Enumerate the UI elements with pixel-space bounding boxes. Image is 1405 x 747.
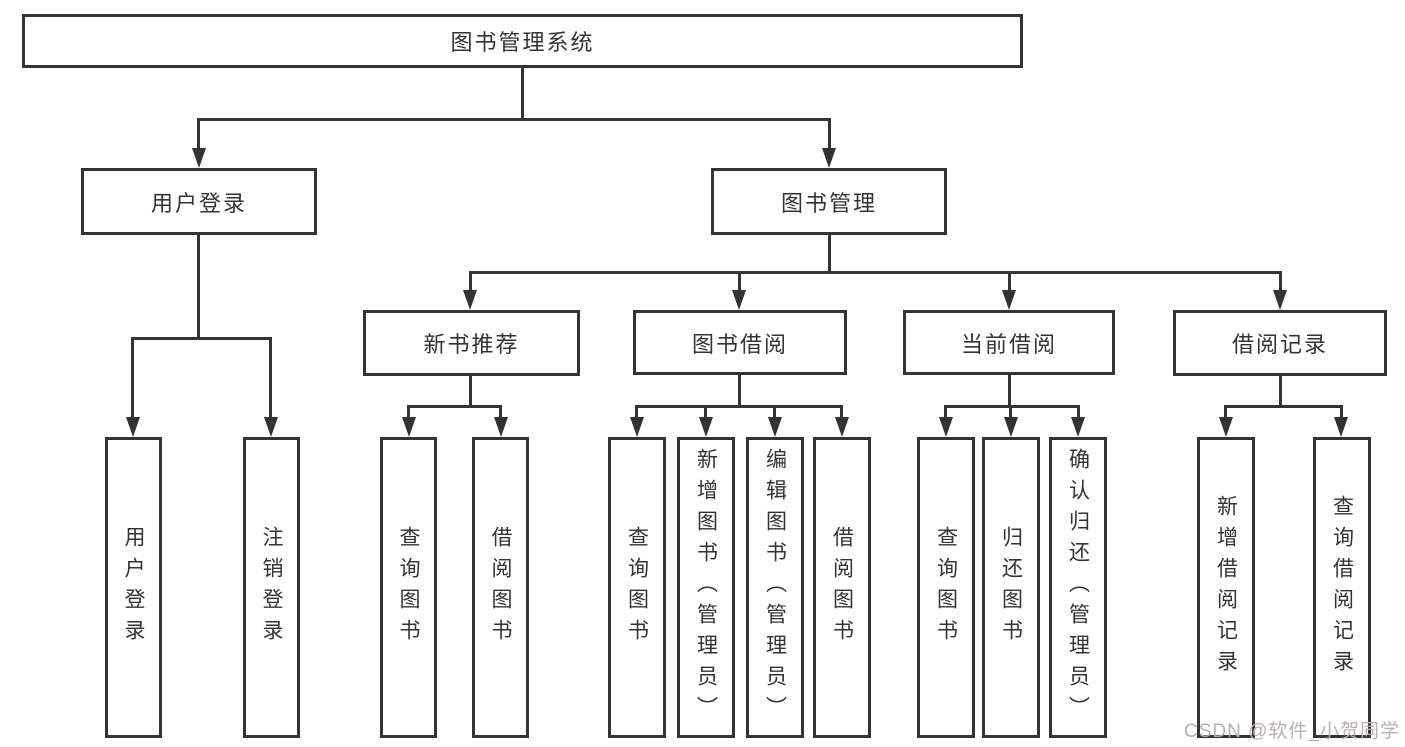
connector-line [1009,405,1012,419]
connector-line [499,405,502,419]
connector-line [197,118,200,152]
node-query-books-borrowing: 查询图书 [608,437,666,738]
node-label: 查询借阅记录 [1330,494,1354,681]
arrow-down-icon [630,417,644,437]
node-label: 新增借阅记录 [1214,494,1238,681]
node-add-borrow-record: 新增借阅记录 [1197,437,1255,738]
arrow-down-icon [822,148,836,168]
node-label: 图书管理 [780,190,877,216]
arrow-down-icon [463,290,477,310]
node-borrowing-records: 借阅记录 [1173,310,1387,376]
node-logout: 注销登录 [243,437,300,738]
connector-line [521,66,524,120]
connector-line [738,375,741,407]
node-label: 用户登录 [150,190,247,216]
connector-line [1279,376,1282,407]
node-label: 当前借阅 [960,331,1057,357]
node-label: 新增图书（管理员） [694,448,718,727]
connector-line [197,235,200,337]
node-confirm-return-admin: 确认归还（管理员） [1049,437,1107,738]
connector-line [1340,405,1343,419]
connector-line [407,405,410,419]
connector-line [197,118,831,121]
node-query-books-recommend: 查询图书 [380,437,437,738]
connector-line [131,337,272,340]
arrow-down-icon [699,417,713,437]
node-query-borrow-record: 查询借阅记录 [1313,437,1371,738]
node-user-login-leaf: 用户登录 [105,437,162,738]
node-label: 图书借阅 [691,331,788,357]
node-return-books: 归还图书 [982,437,1040,738]
node-borrow-books: 借阅图书 [813,437,871,738]
node-borrow-books-recommend: 借阅图书 [472,437,529,738]
connector-line [944,405,947,419]
connector-line [1008,271,1011,293]
connector-line [828,235,831,273]
node-label: 新书推荐 [423,332,520,357]
node-label: 注销登录 [260,525,283,650]
node-label: 查询图书 [397,525,420,650]
arrow-down-icon [1002,290,1016,310]
connector-line [407,405,502,408]
arrow-down-icon [402,417,416,437]
connector-line [131,337,134,421]
arrow-down-icon [1334,417,1348,437]
arrow-down-icon [768,417,782,437]
connector-line [635,405,843,408]
node-add-books-admin: 新增图书（管理员） [677,437,735,738]
node-label: 编辑图书（管理员） [763,448,787,727]
connector-line [840,405,843,419]
arrow-down-icon [732,290,746,310]
node-label: 归还图书 [999,525,1023,650]
connector-line [469,271,472,293]
connector-line [738,271,741,293]
node-library-system: 图书管理系统 [22,14,1023,68]
connector-line [1077,405,1080,419]
arrow-down-icon [939,417,953,437]
arrow-down-icon [126,417,140,437]
connector-line [1008,375,1011,407]
node-label: 用户登录 [122,525,145,650]
arrow-down-icon [264,417,278,437]
connector-line [635,405,638,419]
connector-line [773,405,776,419]
csdn-watermark: CSDN @软件_小贺同学 [1184,721,1400,742]
node-book-borrowing: 图书借阅 [633,310,847,375]
node-label: 查询图书 [625,525,649,650]
node-current-borrowing: 当前借阅 [903,310,1115,375]
arrow-down-icon [1219,417,1233,437]
arrow-down-icon [192,148,206,168]
connector-line [1224,405,1227,419]
arrow-down-icon [1273,290,1287,310]
connector-line [1279,271,1282,293]
node-user-login: 用户登录 [81,168,317,235]
arrow-down-icon [1071,417,1085,437]
node-new-book-recommend: 新书推荐 [363,310,580,376]
node-query-books-current: 查询图书 [917,437,975,738]
node-label: 查询图书 [934,525,958,650]
node-label: 借阅图书 [489,525,512,650]
connector-line [944,405,1080,408]
node-book-management: 图书管理 [711,168,947,235]
node-label: 确认归还（管理员） [1066,448,1090,727]
connector-line [469,271,1282,274]
arrow-down-icon [494,417,508,437]
connector-line [269,337,272,421]
connector-line [828,118,831,152]
node-label: 图书管理系统 [450,30,595,55]
arrow-down-icon [1004,417,1018,437]
arrow-down-icon [835,417,849,437]
node-edit-books-admin: 编辑图书（管理员） [746,437,804,738]
connector-line [704,405,707,419]
node-label: 借阅记录 [1231,332,1328,357]
connector-line [469,376,472,407]
connector-line [1224,405,1343,408]
node-label: 借阅图书 [830,525,854,650]
